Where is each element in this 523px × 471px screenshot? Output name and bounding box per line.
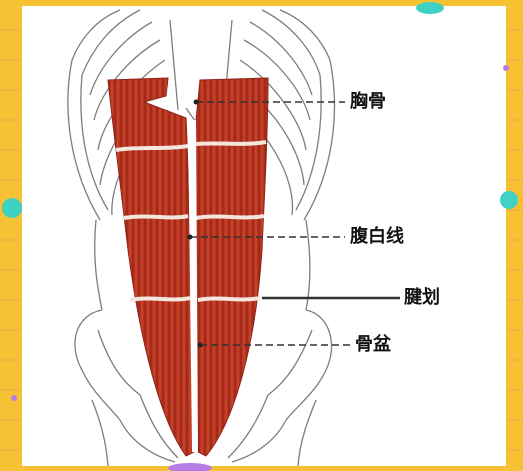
torso-outline xyxy=(94,219,311,311)
tendinous-intersection-label: 腱划 xyxy=(404,287,440,308)
leader-dots xyxy=(187,99,203,348)
pelvis-label: 骨盆 xyxy=(355,334,391,355)
leader-lines xyxy=(190,101,400,346)
rectus-abdominis-left xyxy=(107,77,195,457)
pelvis-bones xyxy=(74,309,333,467)
ribcage xyxy=(67,9,336,221)
sternum-label: 胸骨 xyxy=(350,91,386,112)
tendinous-intersections xyxy=(115,140,267,302)
linea-alba-label: 腹白线 xyxy=(350,226,404,247)
linea-alba xyxy=(188,120,198,452)
